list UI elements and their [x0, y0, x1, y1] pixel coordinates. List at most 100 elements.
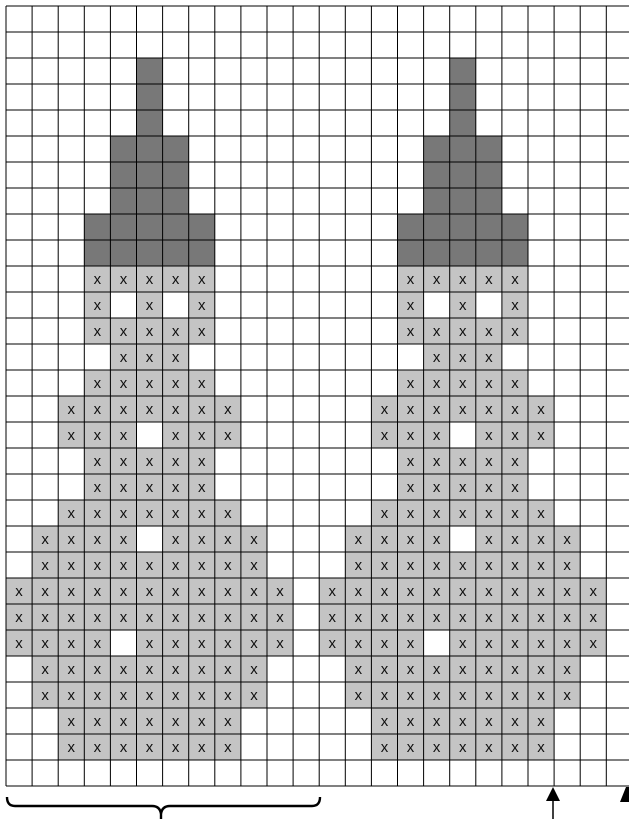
x-mark: x	[459, 557, 467, 574]
x-mark: x	[146, 687, 154, 704]
x-mark: x	[198, 531, 206, 548]
x-mark: x	[485, 531, 493, 548]
x-mark: x	[511, 609, 519, 626]
x-mark: x	[120, 531, 128, 548]
x-mark: x	[355, 635, 363, 652]
x-mark: x	[146, 635, 154, 652]
dark-cell	[424, 162, 450, 188]
x-mark: x	[172, 323, 180, 340]
x-mark: x	[511, 505, 519, 522]
x-mark: x	[433, 453, 441, 470]
x-mark: x	[537, 687, 545, 704]
x-mark: x	[355, 661, 363, 678]
dark-cell	[424, 214, 450, 240]
dark-cell	[137, 136, 163, 162]
x-mark: x	[407, 609, 415, 626]
dark-cell	[137, 58, 163, 84]
x-mark: x	[68, 739, 76, 756]
x-mark: x	[198, 583, 206, 600]
x-mark: x	[94, 687, 102, 704]
x-mark: x	[485, 375, 493, 392]
x-mark: x	[198, 505, 206, 522]
x-mark: x	[511, 479, 519, 496]
x-mark: x	[511, 713, 519, 730]
x-mark: x	[146, 297, 154, 314]
x-mark: x	[250, 609, 258, 626]
x-mark: x	[407, 635, 415, 652]
x-mark: x	[590, 635, 598, 652]
x-mark: x	[172, 401, 180, 418]
dark-cell	[424, 188, 450, 214]
x-mark: x	[224, 583, 232, 600]
x-mark: x	[224, 713, 232, 730]
x-mark: x	[146, 401, 154, 418]
x-mark: x	[433, 557, 441, 574]
annotations	[7, 787, 629, 819]
x-mark: x	[146, 713, 154, 730]
x-mark: x	[590, 609, 598, 626]
x-mark: x	[120, 323, 128, 340]
x-mark: x	[355, 531, 363, 548]
x-mark: x	[485, 609, 493, 626]
x-mark: x	[355, 609, 363, 626]
x-mark: x	[485, 583, 493, 600]
dark-cell	[163, 240, 189, 266]
x-mark: x	[94, 375, 102, 392]
hole-cell	[424, 292, 450, 318]
dark-cell	[502, 214, 528, 240]
x-mark: x	[433, 271, 441, 288]
x-mark: x	[224, 505, 232, 522]
x-mark: x	[172, 661, 180, 678]
x-mark: x	[459, 375, 467, 392]
x-mark: x	[41, 661, 49, 678]
x-mark: x	[485, 661, 493, 678]
dark-cell	[424, 240, 450, 266]
x-mark: x	[68, 401, 76, 418]
hole-cell	[450, 422, 476, 448]
x-mark: x	[407, 427, 415, 444]
x-mark: x	[68, 427, 76, 444]
x-mark: x	[433, 739, 441, 756]
x-mark: x	[381, 687, 389, 704]
x-mark: x	[198, 635, 206, 652]
x-mark: x	[537, 713, 545, 730]
x-mark: x	[146, 557, 154, 574]
x-mark: x	[276, 609, 284, 626]
x-mark: x	[511, 375, 519, 392]
x-mark: x	[146, 583, 154, 600]
x-mark: x	[563, 531, 571, 548]
x-mark: x	[146, 661, 154, 678]
dark-cell	[398, 214, 424, 240]
x-mark: x	[381, 505, 389, 522]
x-mark: x	[485, 739, 493, 756]
dark-cell	[163, 214, 189, 240]
x-mark: x	[537, 505, 545, 522]
x-mark: x	[511, 687, 519, 704]
x-mark: x	[172, 739, 180, 756]
x-mark: x	[68, 687, 76, 704]
x-mark: x	[459, 713, 467, 730]
x-mark: x	[511, 739, 519, 756]
x-mark: x	[198, 661, 206, 678]
x-mark: x	[433, 609, 441, 626]
x-mark: x	[485, 323, 493, 340]
hole-cell	[450, 526, 476, 552]
x-mark: x	[511, 271, 519, 288]
x-mark: x	[224, 401, 232, 418]
x-mark: x	[433, 401, 441, 418]
dark-cell	[398, 240, 424, 266]
x-mark: x	[250, 557, 258, 574]
x-mark: x	[146, 505, 154, 522]
x-mark: x	[146, 453, 154, 470]
x-mark: x	[537, 401, 545, 418]
x-mark: x	[485, 713, 493, 730]
x-mark: x	[172, 531, 180, 548]
dark-cell	[137, 84, 163, 110]
x-mark: x	[537, 661, 545, 678]
hole-cell	[424, 630, 450, 656]
x-mark: x	[146, 271, 154, 288]
x-mark: x	[120, 583, 128, 600]
x-mark: x	[276, 583, 284, 600]
x-mark: x	[120, 661, 128, 678]
